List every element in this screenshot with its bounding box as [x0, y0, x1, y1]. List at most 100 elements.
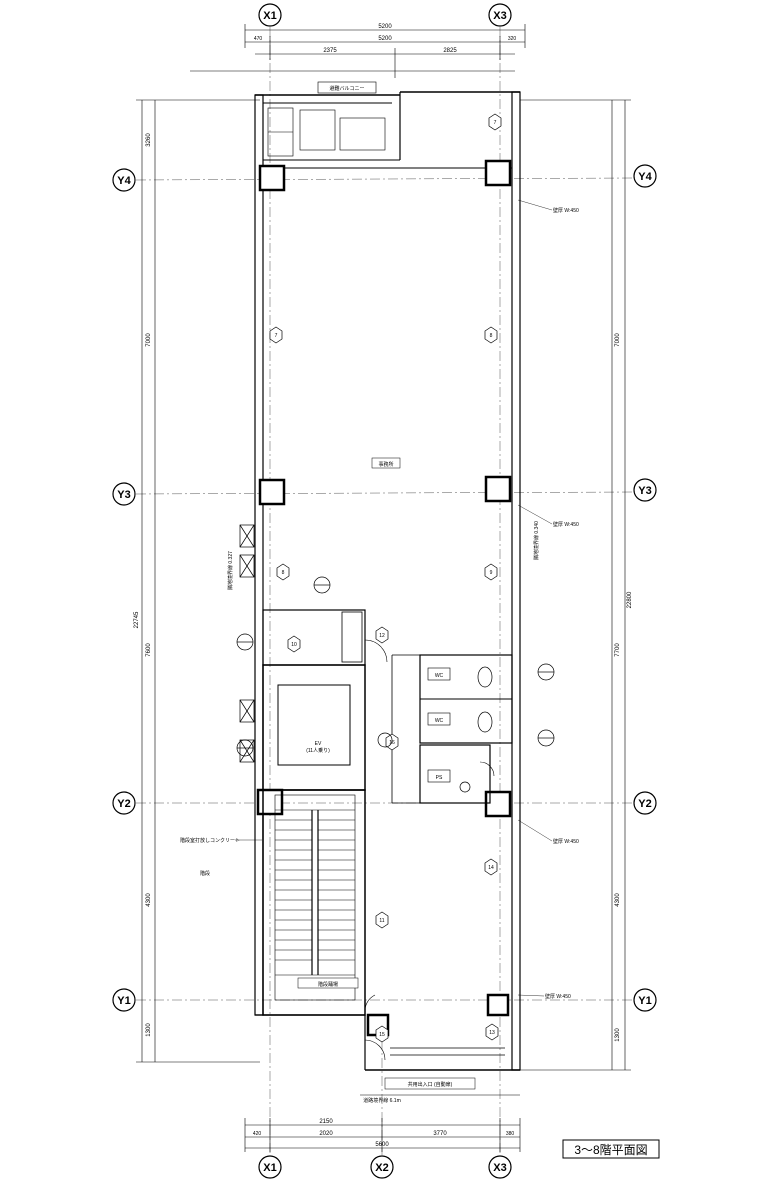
column-note-3-leader	[517, 819, 553, 842]
svg-text:Y3: Y3	[117, 489, 130, 501]
dimension-lines-right	[520, 99, 631, 1071]
dimension-lines-bottom	[244, 1118, 521, 1152]
dim-top-sub-left: 470	[254, 36, 263, 42]
svg-text:X1: X1	[263, 1162, 276, 1174]
hex-tag: 13	[485, 1023, 499, 1041]
dim-bottom-a: 420	[253, 1131, 262, 1137]
elevator-sub-label: (11人乗り)	[306, 747, 330, 754]
hex-tag: 8	[484, 326, 498, 344]
dim-right-y43: 7000	[615, 333, 621, 347]
dim-right-overall: 22800	[627, 591, 633, 608]
svg-text:Y4: Y4	[117, 175, 131, 187]
dim-top-overall: 5200	[378, 24, 392, 30]
grid-marker-x3-top: X3	[488, 3, 512, 27]
svg-text:9: 9	[490, 570, 493, 576]
grid-marker-x3-bottom: X3	[488, 1155, 512, 1179]
hex-tag: 10	[287, 635, 301, 653]
hex-tag: 14	[484, 858, 498, 876]
svg-text:X2: X2	[375, 1162, 388, 1174]
svg-text:10: 10	[291, 642, 297, 648]
svg-text:X3: X3	[493, 10, 506, 22]
columns	[256, 159, 512, 1037]
hex-tags: 7 7 8 8 9 10 12 14 11 13 15 16	[269, 113, 502, 1043]
grid-marker-y3-left: Y3	[112, 482, 136, 506]
wc-label-1: WC	[435, 673, 444, 679]
section-callouts	[236, 576, 555, 757]
road-boundary-label: 道路境界線 6.1m	[363, 1097, 401, 1104]
grid-marker-y4-left: Y4	[112, 168, 136, 192]
svg-text:11: 11	[379, 918, 384, 924]
core-walls	[262, 609, 366, 1016]
grid-marker-x1-top: X1	[258, 3, 282, 27]
balcony-label: 避難バルコニー	[330, 85, 365, 92]
column-note-4: 壁厚 W:450	[545, 993, 571, 1000]
dimension-lines-left	[136, 99, 260, 1063]
elevator-label: EV	[315, 741, 322, 747]
left-wall-windows	[239, 524, 255, 763]
dim-right-y21: 4300	[615, 893, 621, 907]
column-note-3: 壁厚 W:450	[553, 838, 579, 845]
svg-text:Y2: Y2	[117, 798, 130, 810]
entrance	[390, 1047, 505, 1056]
svg-text:8: 8	[490, 333, 493, 339]
plan-title-box: 3～8階平面図	[562, 1139, 660, 1159]
dim-left-y43: 7000	[146, 333, 152, 347]
svg-text:Y3: Y3	[638, 485, 651, 497]
column-note-4-leader	[517, 994, 545, 997]
dim-bottom-right: 3770	[433, 1131, 447, 1137]
room-label-office: 事務所	[378, 461, 393, 468]
dim-left-overall: 22745	[134, 611, 140, 628]
svg-text:16: 16	[389, 740, 395, 746]
hex-tag: 8	[276, 563, 290, 581]
grid-marker-y2-left: Y2	[112, 791, 136, 815]
left-wall-note: 隣地境界線 0.327	[227, 551, 234, 590]
column-note-1-leader	[517, 199, 553, 211]
column-note-2-leader	[517, 504, 553, 525]
dim-right-bottom: 1300	[615, 1028, 621, 1042]
hex-tag: 7	[488, 113, 502, 131]
dimension-lines-top	[190, 24, 526, 78]
dim-bottom-overall: 5600	[375, 1142, 389, 1148]
grid-marker-y1-right: Y1	[633, 988, 657, 1012]
dim-bottom-mid: 2020	[319, 1131, 333, 1137]
dim-top-mid: 5200	[378, 36, 392, 42]
grid-marker-x1-bottom: X1	[258, 1155, 282, 1179]
room-label-box	[371, 457, 401, 469]
svg-text:7: 7	[275, 333, 278, 339]
svg-text:7: 7	[494, 120, 497, 126]
svg-text:14: 14	[488, 865, 494, 871]
hex-tag: 9	[484, 563, 498, 581]
column-note-2: 壁厚 W:450	[553, 521, 579, 528]
dim-right-y32: 7700	[615, 643, 621, 657]
stair-note-label: 階段	[200, 870, 210, 877]
svg-text:Y1: Y1	[117, 995, 130, 1007]
column-note-1: 壁厚 W:450	[553, 207, 579, 214]
svg-text:Y2: Y2	[638, 798, 651, 810]
hex-tag: 15	[375, 1025, 389, 1043]
dim-left-bottom: 1300	[146, 1023, 152, 1037]
grid-marker-y3-right: Y3	[633, 478, 657, 502]
right-wall-note: 隣地境界線 0.340	[533, 521, 540, 560]
balcony-equipment	[267, 107, 386, 157]
door-swings	[364, 639, 495, 1061]
dim-left-y32: 7600	[146, 643, 152, 657]
dim-top-right: 2825	[443, 48, 457, 54]
grid-marker-y4-right: Y4	[633, 164, 657, 188]
dim-top-sub-right: 320	[508, 36, 517, 42]
svg-text:13: 13	[489, 1030, 495, 1036]
dim-bottom-left: 2150	[319, 1119, 333, 1125]
dim-bottom-b: 380	[506, 1131, 515, 1137]
svg-text:X3: X3	[493, 1162, 506, 1174]
stair-label-box	[297, 977, 359, 989]
balcony-label-box	[317, 81, 377, 94]
grid-marker-x2-bottom: X2	[370, 1155, 394, 1179]
wc-block	[391, 654, 513, 804]
grid-marker-y1-left: Y1	[112, 988, 136, 1012]
grid-lines	[135, 27, 634, 1155]
dim-left-y21: 4300	[146, 893, 152, 907]
ps-label: PS	[436, 775, 443, 781]
hex-tag: 11	[375, 911, 389, 929]
svg-text:Y4: Y4	[638, 171, 652, 183]
dim-top-left: 2375	[323, 48, 337, 54]
